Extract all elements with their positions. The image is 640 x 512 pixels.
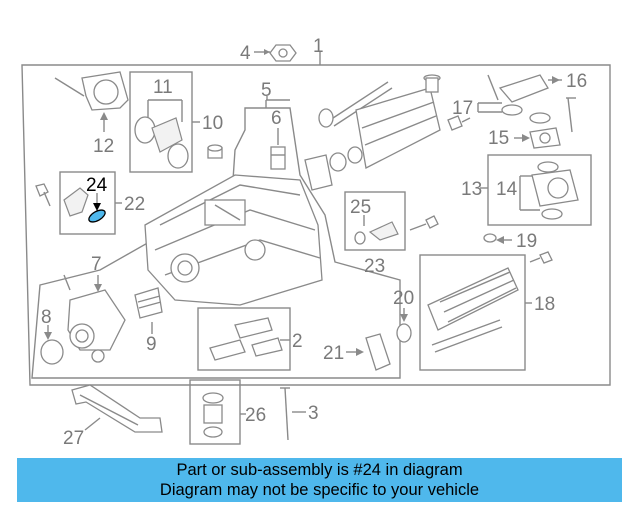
callout-4: 4	[240, 43, 251, 64]
part-10-gaskets	[134, 116, 189, 169]
part-22-bolt	[35, 183, 51, 207]
callout-26: 26	[245, 405, 266, 426]
callout-2: 2	[292, 331, 303, 352]
info-banner: Part or sub-assembly is #24 in diagram D…	[17, 458, 622, 502]
callout-25: 25	[350, 197, 371, 218]
part-20-ring	[396, 323, 412, 343]
callout-7: 7	[91, 254, 102, 275]
callout-8: 8	[41, 307, 52, 328]
part-9-hose	[134, 287, 163, 319]
part-3-stud	[284, 387, 289, 441]
part-27-pipe	[71, 384, 163, 433]
callout-24: 24	[86, 175, 108, 196]
part-21-gasket	[365, 333, 391, 371]
cap	[91, 349, 105, 363]
callout-5: 5	[261, 80, 272, 101]
banner-line-1: Part or sub-assembly is #24 in diagram	[176, 461, 463, 479]
callout-10: 10	[202, 113, 223, 134]
callout-13: 13	[461, 179, 482, 200]
part-6-sensor	[270, 146, 286, 170]
inner-panel	[31, 107, 401, 379]
callout-12: 12	[93, 136, 114, 157]
part-bolt-top	[423, 74, 441, 93]
part-12-throttle	[54, 71, 129, 111]
seal	[329, 152, 347, 172]
callout-23: 23	[364, 256, 385, 277]
flange	[304, 154, 333, 191]
callout-18: 18	[534, 294, 555, 315]
callout-22: 22	[124, 194, 145, 215]
part-bolt	[409, 215, 439, 231]
banner-line-2: Diagram may not be specific to your vehi…	[159, 481, 480, 499]
group-box-23	[344, 191, 406, 251]
callout-19: 19	[516, 231, 537, 252]
part-25-sensor	[354, 221, 399, 245]
part-26-valve	[202, 392, 224, 438]
part-15-housing	[529, 127, 561, 149]
group-box-14	[487, 154, 592, 226]
bolt	[567, 97, 573, 133]
callout-21: 21	[323, 343, 344, 364]
callout-6: 6	[271, 108, 282, 129]
callout-11: 11	[153, 77, 173, 98]
part-17-ring	[529, 112, 551, 124]
callout-17: 17	[452, 98, 473, 119]
part-24-seal	[88, 209, 106, 223]
callout-20: 20	[393, 288, 414, 309]
part-14-throttle	[531, 161, 579, 220]
part-bolt	[447, 115, 471, 131]
callout-15: 15	[488, 128, 509, 149]
group-box-26	[189, 379, 241, 445]
part-19-clip	[483, 233, 497, 243]
plug	[207, 144, 223, 159]
callout-14: 14	[496, 179, 518, 200]
part-4-nut	[269, 44, 297, 62]
group-box-2	[197, 307, 291, 371]
part-bolt	[529, 251, 553, 264]
seal	[347, 146, 363, 164]
callout-16: 16	[566, 71, 587, 92]
part-7-pump	[63, 274, 126, 351]
part-22-bracket	[63, 187, 89, 217]
part-5-housing	[144, 174, 323, 306]
callout-9: 9	[146, 334, 157, 355]
part-cover-rod	[329, 81, 393, 127]
part-18-cooler	[427, 267, 519, 353]
group-box-18	[419, 254, 526, 371]
callout-27: 27	[63, 428, 84, 449]
part-2-gaskets	[209, 317, 283, 361]
parts-diagram: 1 2 3 4 5 6 7 8 9 10 11 12 13 14 15 16 1…	[21, 36, 611, 449]
callout-1: 1	[313, 36, 324, 57]
part-intercooler	[318, 87, 441, 169]
callout-3: 3	[308, 403, 319, 424]
part-17-ring	[501, 104, 523, 116]
part-8-ring	[40, 339, 64, 365]
part-16-pipe	[487, 74, 549, 103]
assembly-outline	[21, 64, 611, 386]
